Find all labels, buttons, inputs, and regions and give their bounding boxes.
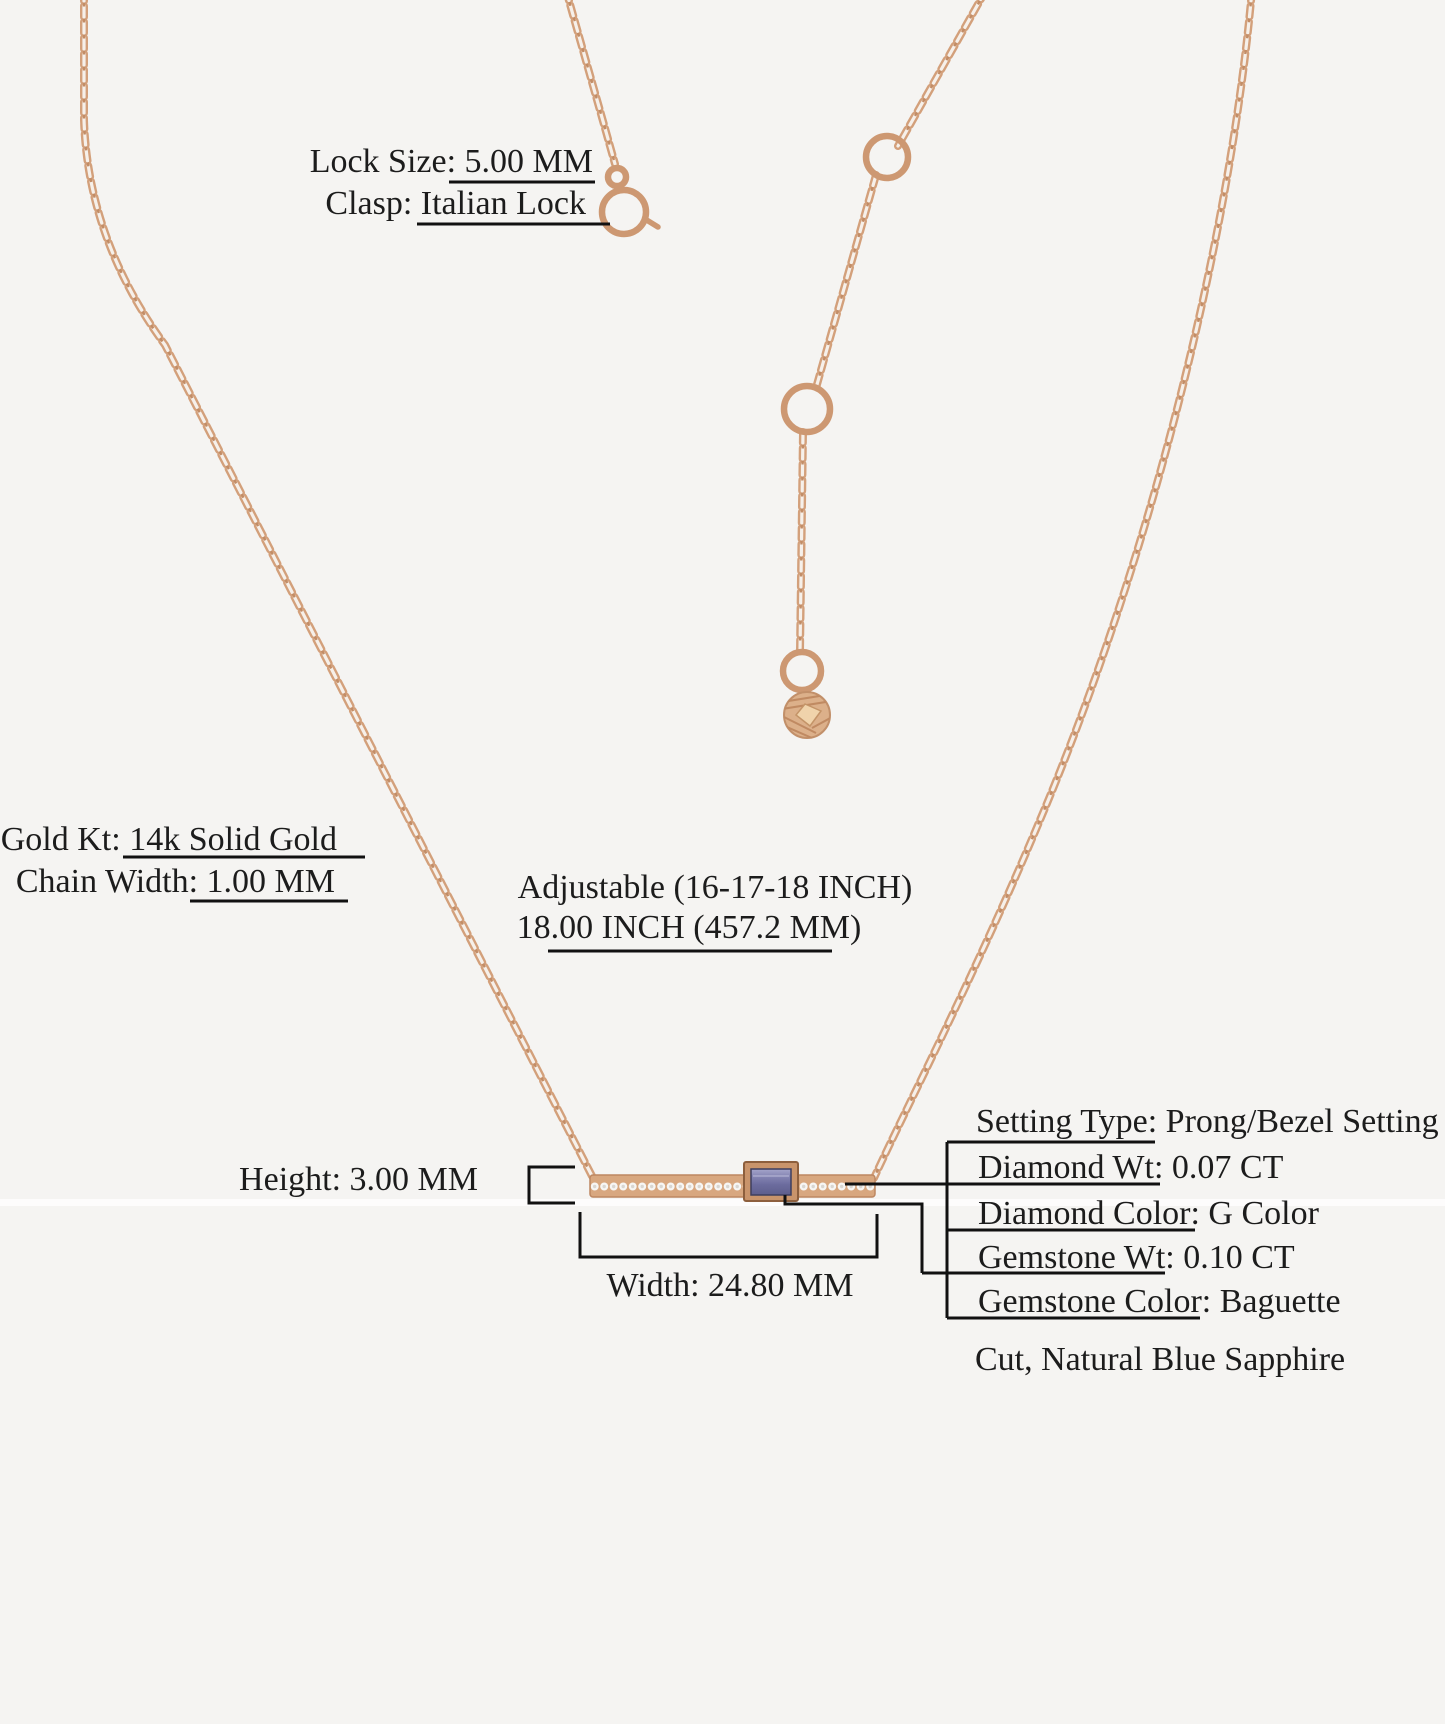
sapphire-stone	[743, 1161, 799, 1202]
pendant-bar	[589, 1174, 876, 1198]
extender-ring-bottom	[779, 648, 825, 694]
gemstone-wt-label: Gemstone Wt: 0.10 CT	[978, 1239, 1295, 1276]
diamond-wt-label: Diamond Wt: 0.07 CT	[978, 1149, 1284, 1186]
label-underlines	[123, 180, 832, 953]
clasp-label: Clasp: Italian Lock	[325, 185, 586, 222]
extender-ring-top	[862, 132, 912, 182]
logo-disc	[783, 691, 831, 739]
setting-type-label: Setting Type: Prong/Bezel Setting	[976, 1103, 1439, 1140]
gemstone-color-label-line2: Cut, Natural Blue Sapphire	[975, 1341, 1346, 1378]
left-chain	[80, 0, 596, 1180]
width-label: Width: 24.80 MM	[606, 1267, 854, 1304]
width-bracket	[578, 1212, 879, 1259]
diamond-color-label: Diamond Color: G Color	[978, 1195, 1319, 1232]
clasp-chain	[564, 0, 619, 168]
spec-pointer-lines	[783, 1140, 1200, 1320]
extender-chain	[796, 0, 985, 656]
adjustable-label: Adjustable (16-17-18 INCH)	[517, 869, 913, 906]
lock-size-label: Lock Size: 5.00 MM	[309, 143, 593, 180]
right-chain	[870, 0, 1256, 1182]
backdrop-seam	[0, 1199, 1445, 1206]
gold-kt-label: Gold Kt: 14k Solid Gold	[0, 821, 337, 858]
gemstone-color-label: Gemstone Color: Baguette	[978, 1283, 1341, 1320]
height-bracket	[527, 1165, 575, 1205]
spring-ring-clasp	[598, 186, 661, 238]
extender-ring-middle	[780, 382, 834, 436]
chain-length-label: 18.00 INCH (457.2 MM)	[516, 909, 862, 946]
chain-width-label: Chain Width: 1.00 MM	[15, 863, 335, 900]
height-label: Height: 3.00 MM	[239, 1161, 478, 1198]
clasp-link-ring	[604, 164, 630, 190]
